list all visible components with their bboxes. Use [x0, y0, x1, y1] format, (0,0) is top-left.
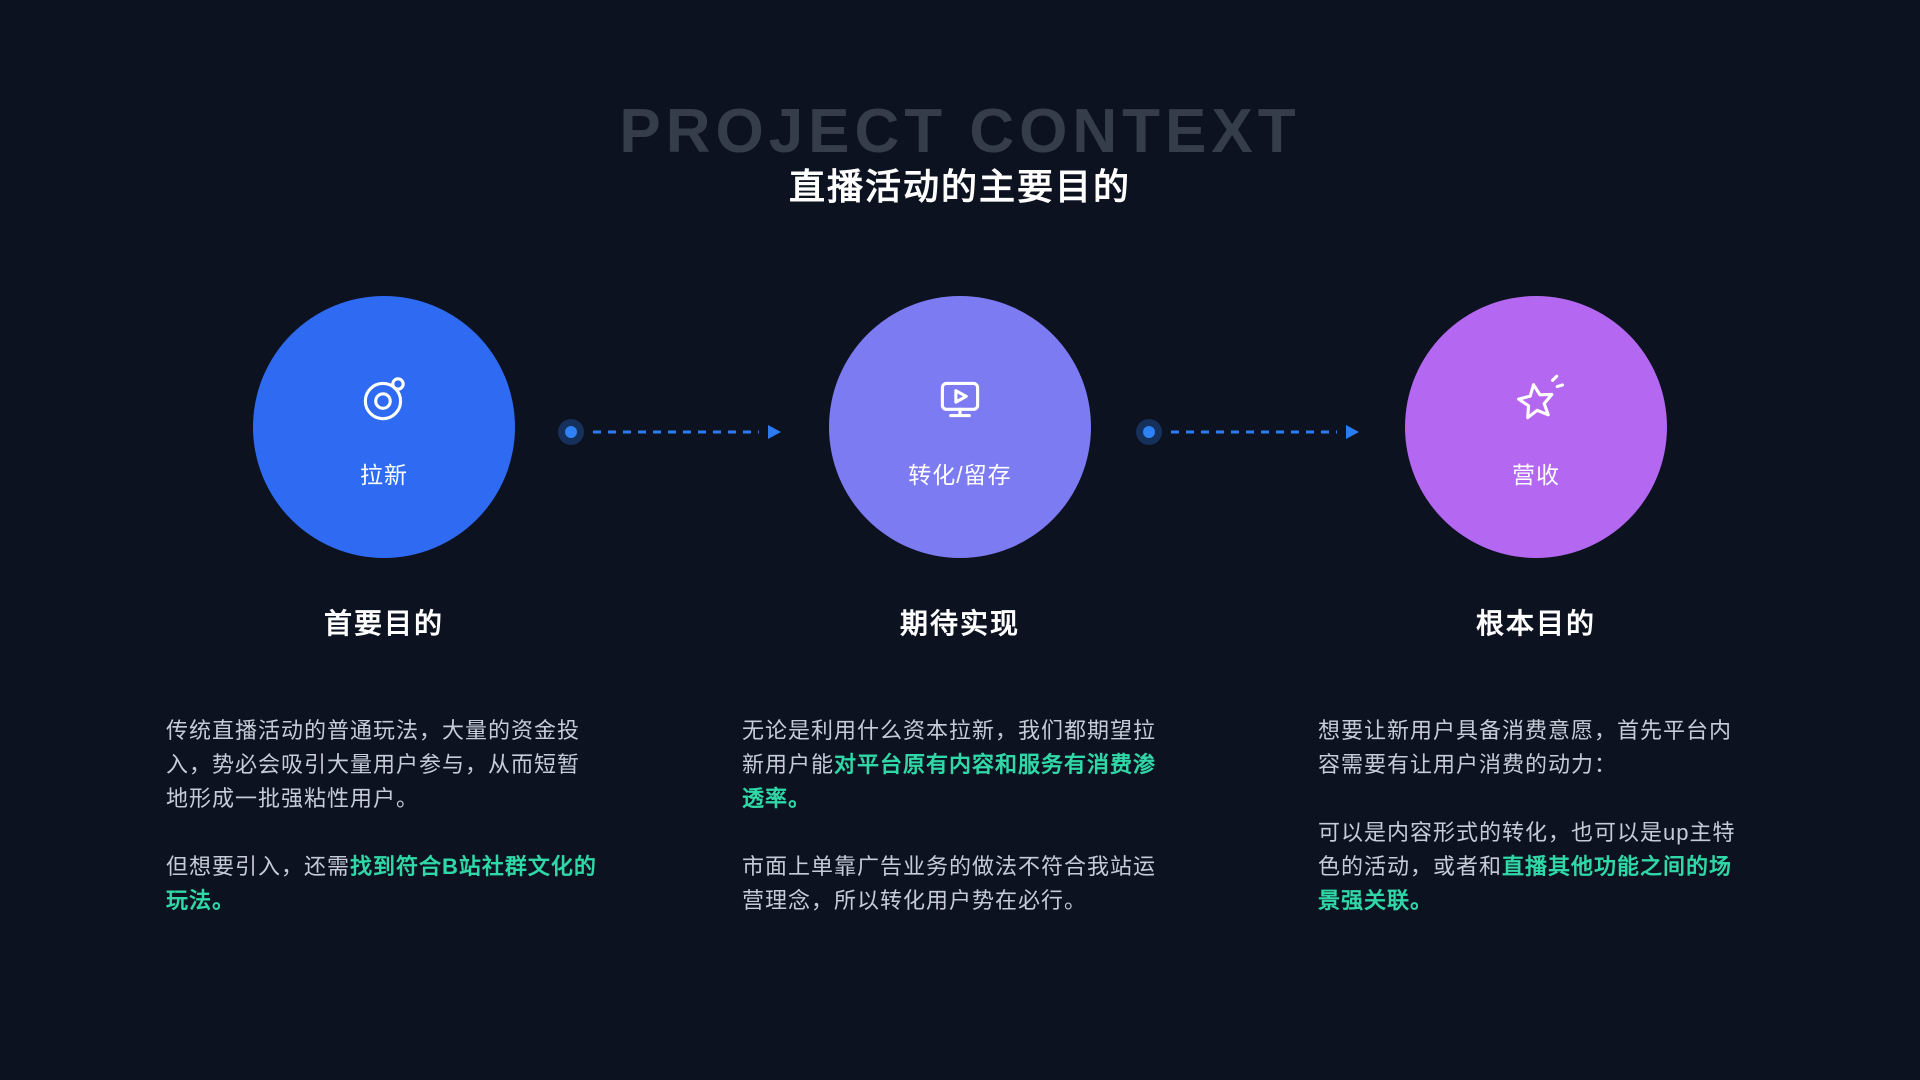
circle-label: 拉新	[360, 462, 408, 488]
paragraph: 可以是内容形式的转化，也可以是up主特色的活动，或者和直播其他功能之间的场景强关…	[1318, 816, 1754, 918]
column-heading: 首要目的	[323, 608, 444, 639]
monitor-play-icon	[931, 370, 989, 428]
column-heading: 根本目的	[1475, 608, 1596, 639]
arrow-head-icon	[1346, 425, 1359, 439]
target-icon	[355, 370, 413, 428]
text-segment: 传统直播活动的普通玩法，大量的资金投入，势必会吸引大量用户参与，从而短暂地形成一…	[166, 718, 581, 811]
paragraph: 市面上单靠广告业务的做法不符合我站运营理念，所以转化用户势在必行。	[742, 850, 1178, 918]
circle-label: 转化/留存	[908, 462, 1012, 488]
arrow-dot-core	[1143, 426, 1155, 438]
text-segment: 无论是利用什么资本拉新，我们都期望拉新用户能	[742, 718, 1157, 777]
column-conversion: 转化/留存 期待实现 无论是利用什么资本拉新，我们都期望拉新用户能对平台原有内容…	[740, 296, 1180, 918]
column-text: 无论是利用什么资本拉新，我们都期望拉新用户能对平台原有内容和服务有消费渗透率。 …	[742, 714, 1178, 918]
circle-revenue: 营收	[1405, 296, 1667, 558]
page-title: 直播活动的主要目的	[788, 166, 1131, 207]
text-segment: 可以是内容形式的转化，也可以是up主特色的活动，或者和	[1318, 820, 1736, 879]
arrow-head-icon	[768, 425, 781, 439]
watermark-title: PROJECT CONTEXT	[619, 97, 1301, 166]
column-heading: 期待实现	[899, 608, 1020, 639]
text-segment-highlight: 直播其他功能之间的场景强关联。	[1318, 854, 1733, 913]
flow-arrow-1	[558, 419, 781, 445]
paragraph: 传统直播活动的普通玩法，大量的资金投入，势必会吸引大量用户参与，从而短暂地形成一…	[166, 714, 602, 816]
text-segment-highlight: 找到符合B站社群文化的玩法。	[166, 854, 597, 913]
dashed-line-icon	[1171, 430, 1337, 434]
column-revenue: 营收 根本目的 想要让新用户具备消费意愿，首先平台内容需要有让用户消费的动力： …	[1316, 296, 1756, 918]
column-text: 传统直播活动的普通玩法，大量的资金投入，势必会吸引大量用户参与，从而短暂地形成一…	[166, 714, 602, 918]
text-segment: 但想要引入，还需	[166, 854, 351, 879]
columns-row: 拉新 首要目的 传统直播活动的普通玩法，大量的资金投入，势必会吸引大量用户参与，…	[0, 296, 1920, 918]
star-icon	[1507, 370, 1565, 428]
dashed-line-icon	[593, 430, 759, 434]
text-segment: 市面上单靠广告业务的做法不符合我站运营理念，所以转化用户势在必行。	[742, 854, 1157, 913]
paragraph: 想要让新用户具备消费意愿，首先平台内容需要有让用户消费的动力：	[1318, 714, 1754, 782]
circle-acquisition: 拉新	[253, 296, 515, 558]
circle-conversion: 转化/留存	[829, 296, 1091, 558]
arrow-start-dot-icon	[558, 419, 584, 445]
column-acquisition: 拉新 首要目的 传统直播活动的普通玩法，大量的资金投入，势必会吸引大量用户参与，…	[164, 296, 604, 918]
arrow-start-dot-icon	[1136, 419, 1162, 445]
text-segment: 想要让新用户具备消费意愿，首先平台内容需要有让用户消费的动力：	[1318, 718, 1733, 777]
column-text: 想要让新用户具备消费意愿，首先平台内容需要有让用户消费的动力： 可以是内容形式的…	[1318, 714, 1754, 918]
paragraph: 无论是利用什么资本拉新，我们都期望拉新用户能对平台原有内容和服务有消费渗透率。	[742, 714, 1178, 816]
arrow-dot-core	[565, 426, 577, 438]
flow-arrow-2	[1136, 419, 1359, 445]
paragraph: 但想要引入，还需找到符合B站社群文化的玩法。	[166, 850, 602, 918]
text-segment-highlight: 对平台原有内容和服务有消费渗透率。	[742, 752, 1157, 811]
circle-label: 营收	[1512, 462, 1560, 488]
